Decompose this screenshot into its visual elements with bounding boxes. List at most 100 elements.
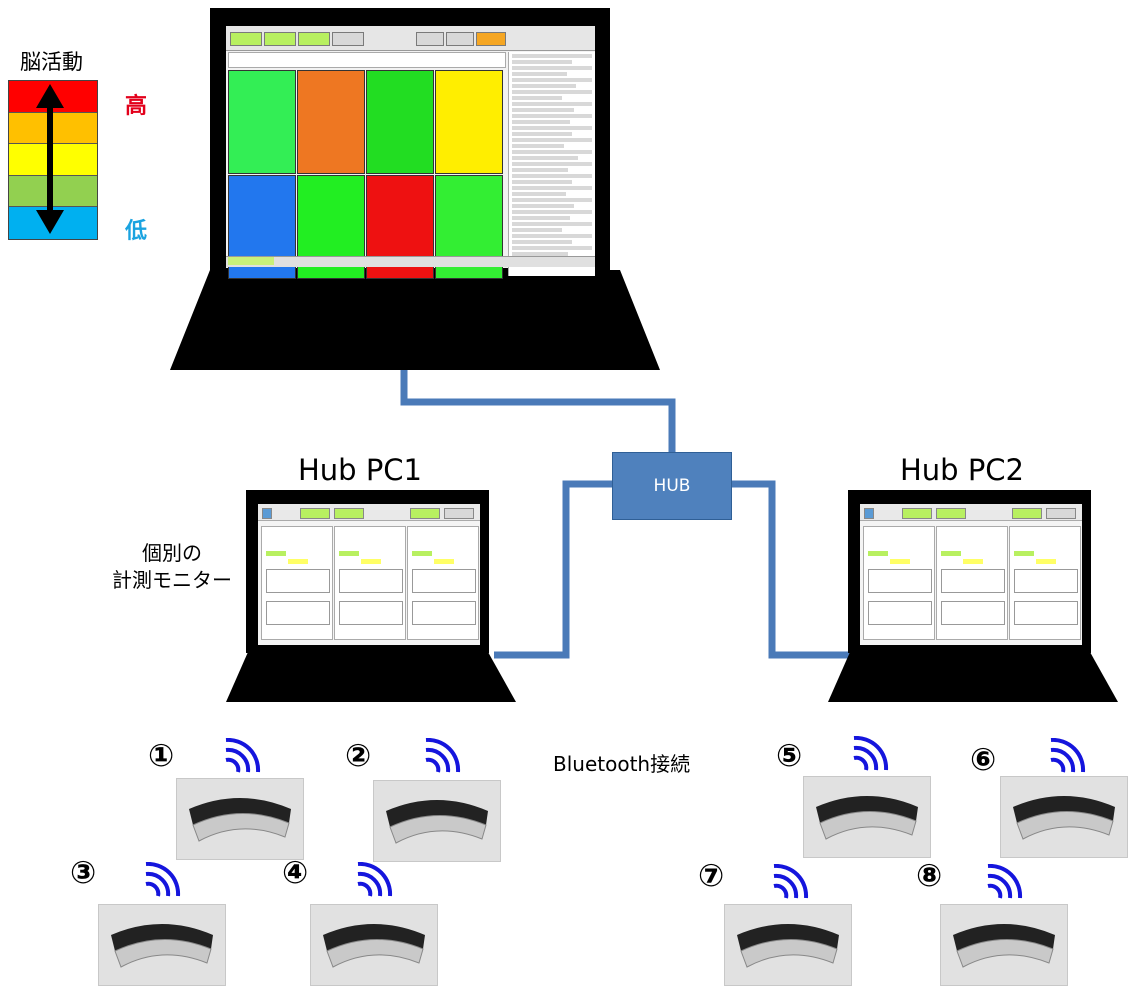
hub-pc2-title: Hub PC2	[900, 453, 1025, 487]
bluetooth-signal-icon	[145, 862, 181, 897]
log-line	[512, 126, 592, 130]
bluetooth-signal-icon	[225, 738, 261, 773]
panel-status	[890, 559, 910, 564]
headband-icon	[111, 924, 213, 968]
main-laptop-base	[170, 270, 660, 370]
device-number: ⑥	[970, 742, 997, 778]
monitor-label-line2: 計測モニター	[112, 568, 232, 592]
header-button[interactable]	[300, 508, 330, 519]
header-button[interactable]	[864, 508, 874, 519]
device-panel	[936, 526, 1008, 640]
double-arrow-icon	[36, 84, 64, 234]
panel-status	[339, 551, 359, 556]
log-line	[512, 162, 592, 166]
panel-status	[963, 559, 983, 564]
signal-chart	[1014, 569, 1078, 593]
bluetooth-signal-icon	[987, 864, 1023, 899]
log-line	[512, 78, 592, 82]
brain-activity-grid	[228, 70, 506, 280]
hub-pc1-monitor	[258, 504, 480, 645]
panel-status	[288, 559, 308, 564]
network-hub: HUB	[612, 452, 732, 520]
status-indicator	[228, 257, 274, 265]
main-toolbar	[226, 26, 595, 51]
individual-monitor-label: 個別の 計測モニター	[112, 540, 232, 594]
signal-chart	[339, 569, 403, 593]
log-line	[512, 138, 592, 142]
device-number: ③	[70, 855, 97, 891]
device-panel	[407, 526, 479, 640]
log-line	[512, 198, 592, 202]
hub-pc1-header	[258, 504, 480, 521]
signal-chart	[412, 569, 476, 593]
hub-pc2-monitor	[860, 504, 1082, 645]
log-line	[512, 246, 592, 250]
toolbar-button[interactable]	[446, 32, 474, 46]
device-number: ②	[345, 738, 372, 774]
signal-chart	[868, 569, 932, 593]
log-line	[512, 210, 592, 214]
log-line	[512, 102, 592, 106]
headset-device	[176, 778, 304, 860]
header-button[interactable]	[1012, 508, 1042, 519]
headband-icon	[816, 796, 918, 840]
activity-tile	[228, 70, 296, 174]
log-line	[512, 192, 566, 196]
log-line	[512, 96, 562, 100]
cable-main-to-hub	[400, 368, 676, 454]
header-button[interactable]	[444, 508, 474, 519]
headband-icon	[737, 924, 839, 968]
log-line	[512, 150, 592, 154]
toolbar-button[interactable]	[332, 32, 364, 46]
high-label: 高	[125, 94, 148, 119]
headband-icon	[323, 924, 425, 968]
toolbar-button[interactable]	[476, 32, 506, 46]
toolbar-button[interactable]	[416, 32, 444, 46]
hub-pc2-base	[828, 652, 1118, 702]
toolbar-button[interactable]	[230, 32, 262, 46]
panel-status	[868, 551, 888, 556]
signal-chart	[941, 601, 1005, 625]
headband-icon	[386, 800, 488, 844]
panel-status	[434, 559, 454, 564]
headset-device	[1000, 776, 1128, 858]
log-line	[512, 84, 576, 88]
signal-chart	[339, 601, 403, 625]
bluetooth-signal-icon	[425, 738, 461, 773]
panel-status	[266, 551, 286, 556]
header-button[interactable]	[936, 508, 966, 519]
log-line	[512, 222, 592, 226]
legend-title: 脳活動	[20, 50, 83, 74]
bluetooth-signal-icon	[853, 736, 889, 771]
toolbar-button[interactable]	[298, 32, 330, 46]
toolbar-button[interactable]	[264, 32, 296, 46]
bluetooth-signal-icon	[773, 864, 809, 899]
headband-icon	[1013, 796, 1115, 840]
device-number: ①	[148, 738, 175, 774]
header-button[interactable]	[334, 508, 364, 519]
signal-chart	[266, 569, 330, 593]
bluetooth-label: Bluetooth接続	[553, 752, 691, 776]
headset-device	[98, 904, 226, 986]
log-line	[512, 66, 592, 70]
header-button[interactable]	[410, 508, 440, 519]
bluetooth-signal-icon	[357, 862, 393, 897]
headset-device	[373, 780, 501, 862]
device-panel	[1009, 526, 1081, 640]
header-button[interactable]	[902, 508, 932, 519]
header-button[interactable]	[262, 508, 272, 519]
header-button[interactable]	[1046, 508, 1076, 519]
headband-icon	[189, 798, 291, 842]
log-line	[512, 156, 578, 160]
cable-hub-to-pc1	[494, 480, 614, 659]
hub-pc2-header	[860, 504, 1082, 521]
device-number: ⑤	[776, 738, 803, 774]
info-bar	[228, 52, 506, 68]
signal-chart	[941, 569, 1005, 593]
log-line	[512, 180, 572, 184]
panel-status	[1036, 559, 1056, 564]
log-line	[512, 132, 572, 136]
status-bar	[226, 256, 595, 267]
log-line	[512, 228, 562, 232]
